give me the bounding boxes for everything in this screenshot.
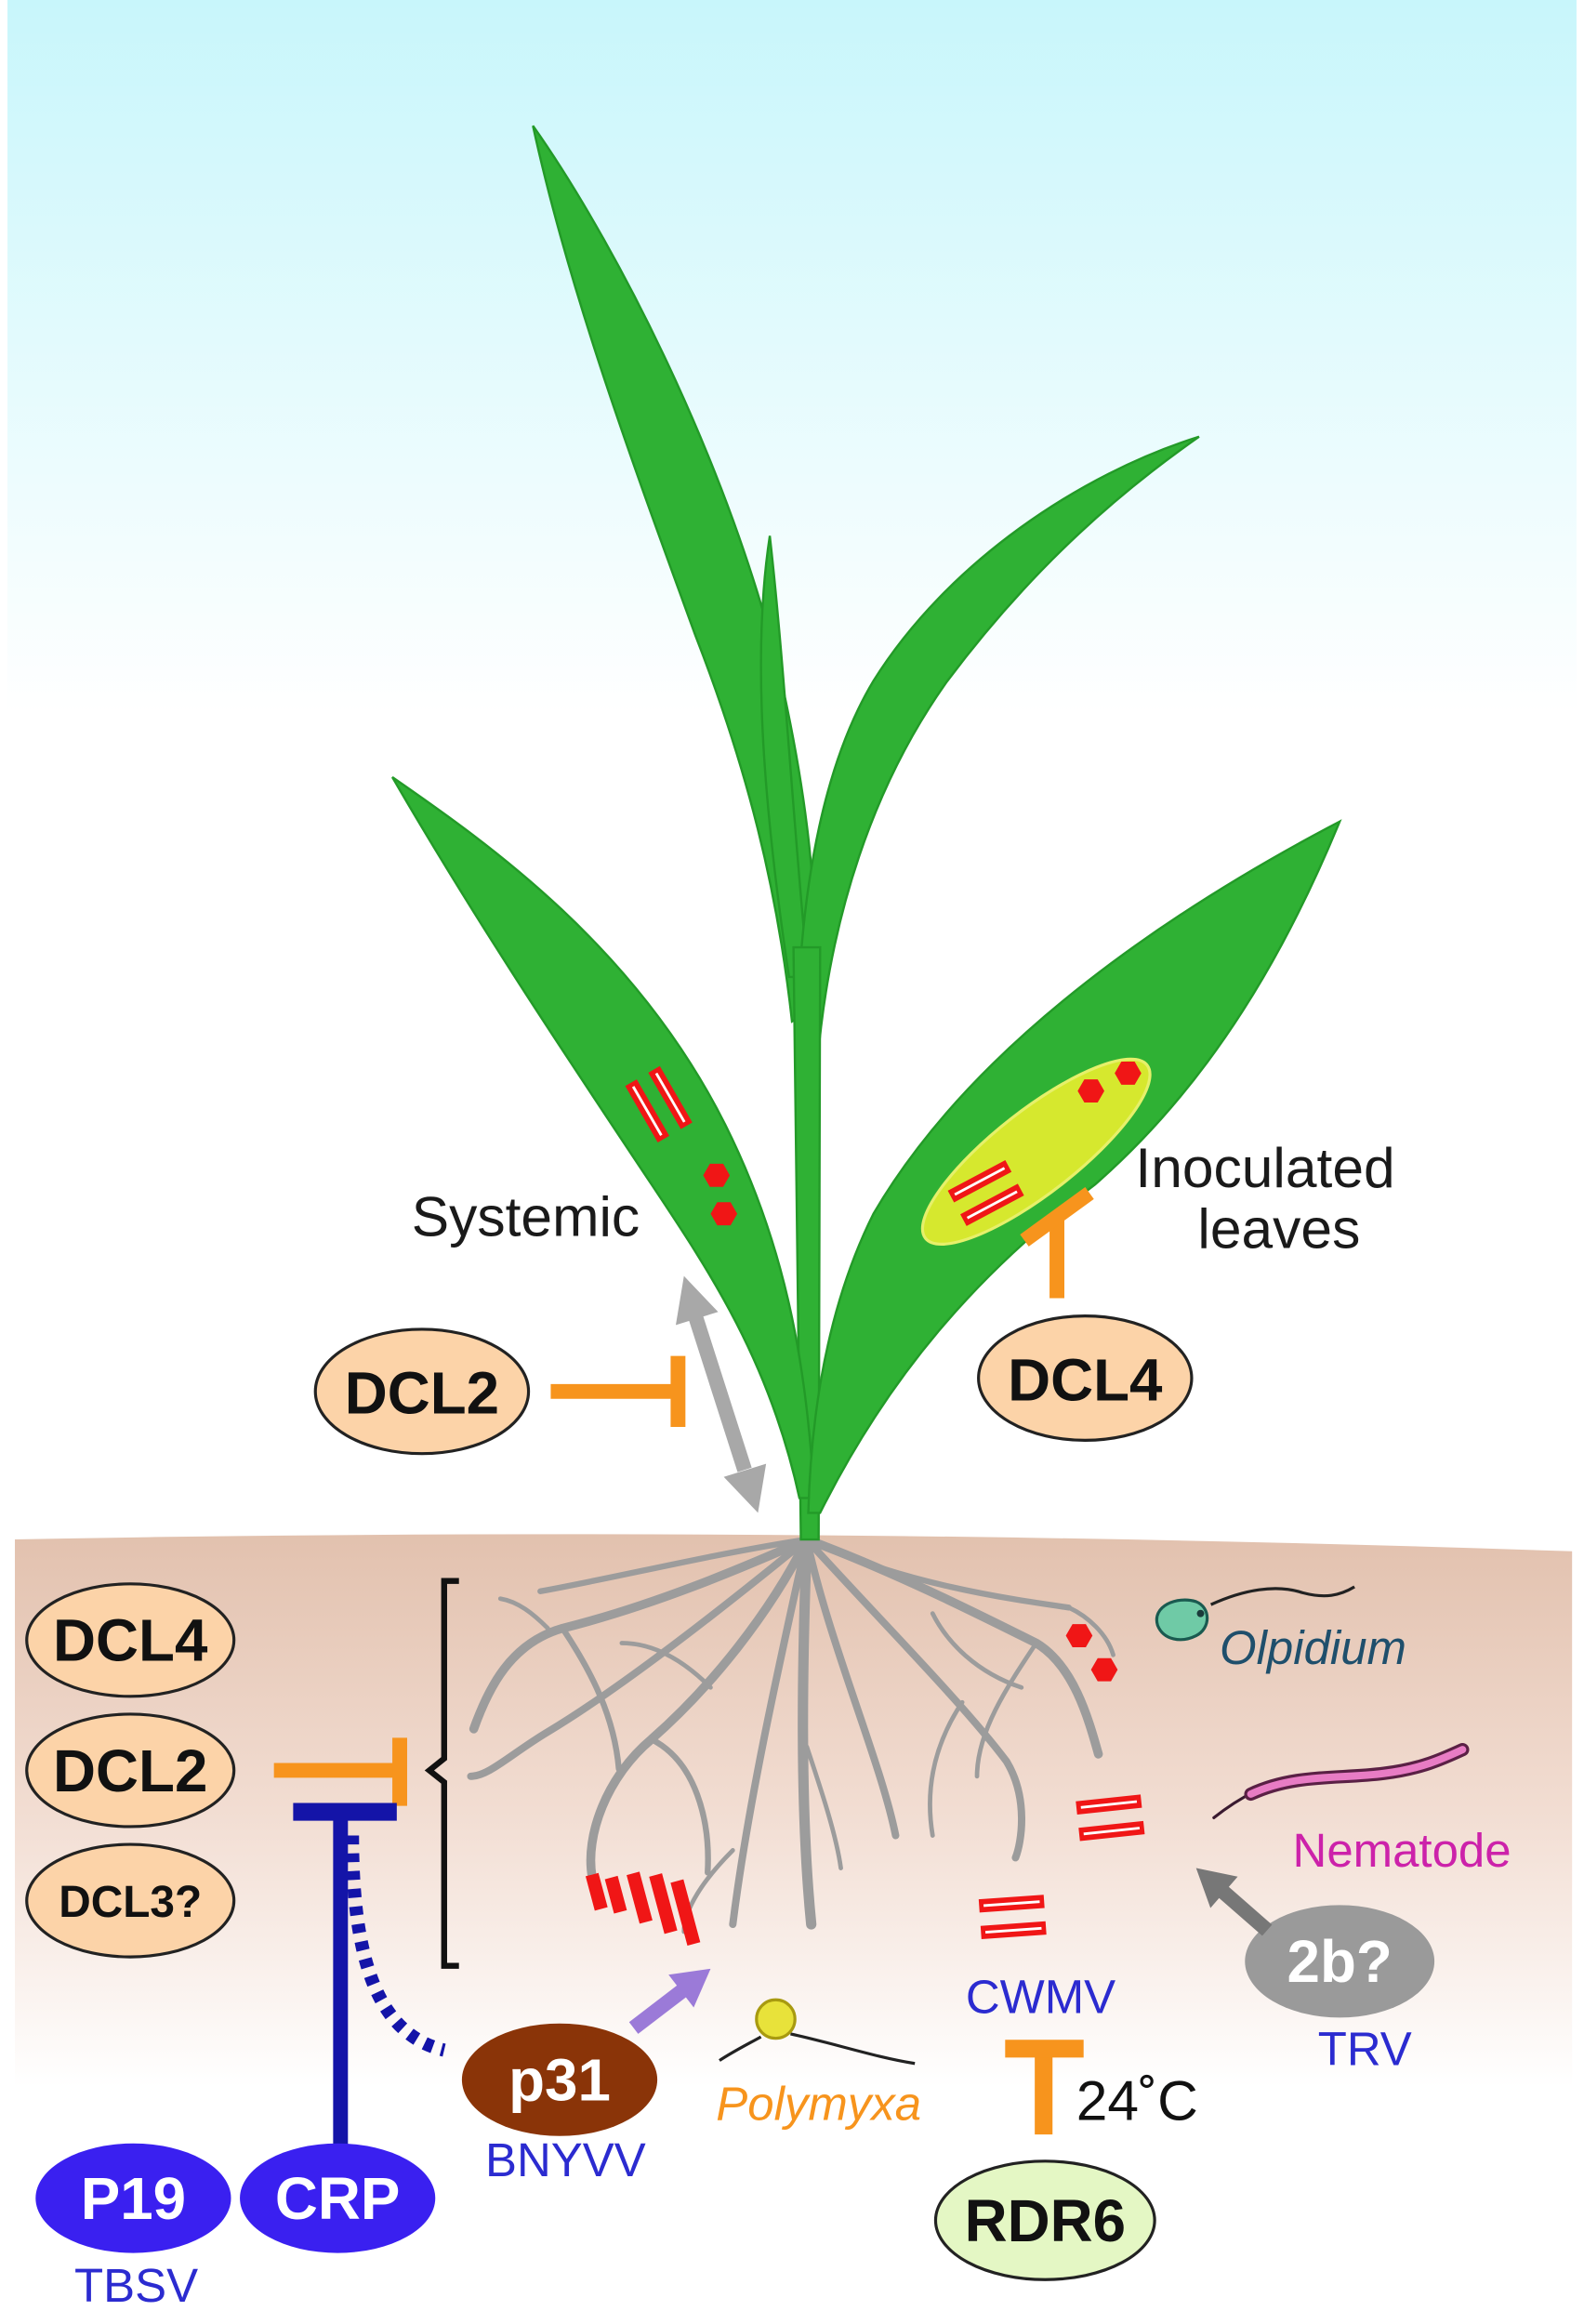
- root-bracket: [424, 1578, 459, 1969]
- inoculated-label: Inoculated: [1135, 1136, 1394, 1199]
- root: [497, 1596, 550, 1631]
- root-dcl2-node: DCL2: [25, 1712, 236, 1829]
- leaf-dcl2-node: DCL2: [313, 1327, 531, 1456]
- root: [1066, 1604, 1115, 1657]
- root: [586, 1535, 812, 1882]
- nematode-icon: [1212, 1743, 1470, 1820]
- soil-background: [15, 1534, 1573, 2324]
- systemic-movement-arrow: [676, 1275, 767, 1513]
- infection-patch: [920, 1057, 1152, 1246]
- root-dcl2-label: DCL2: [53, 1738, 207, 1804]
- systemic-label: Systemic: [412, 1185, 640, 1248]
- root: [467, 1536, 811, 1780]
- root: [930, 1611, 1024, 1690]
- leaf-dcl2-label: DCL2: [345, 1361, 499, 1427]
- root-dcl-inhibition: [273, 1737, 407, 1806]
- 2b-node: 2b?: [1245, 1905, 1435, 2018]
- trv-label: TRV: [1318, 2022, 1412, 2075]
- root: [802, 1536, 900, 1840]
- leaf-dcl2-inhibition: [550, 1355, 686, 1428]
- rdr6-node: RDR6: [933, 2159, 1156, 2281]
- crp-label: CRP: [275, 2166, 400, 2232]
- root: [803, 1536, 1072, 1611]
- temperature-label: 24˚C: [1076, 2068, 1198, 2132]
- 2b-label: 2b?: [1287, 1929, 1393, 1995]
- root: [619, 1641, 713, 1690]
- dsrna-icon: [585, 1871, 701, 1947]
- root-dcl4-label: DCL4: [53, 1608, 208, 1674]
- suppressor-inhibition: [293, 1802, 446, 2159]
- olpidium-label: Olpidium: [1220, 1621, 1406, 1674]
- root: [648, 1736, 711, 1876]
- leaf-dcl4-label: DCL4: [1008, 1347, 1163, 1413]
- bnyvv-label: BNYVV: [485, 2133, 646, 2186]
- root: [560, 1625, 622, 1773]
- leaf-dcl4-node: DCL4: [977, 1314, 1194, 1442]
- cwmv-label: CWMV: [966, 1971, 1115, 2024]
- gray-arrow: [1195, 1868, 1273, 1936]
- crp-node: CRP: [240, 2143, 436, 2253]
- p19-label: P19: [81, 2166, 186, 2232]
- rdr6-label: RDR6: [965, 2188, 1126, 2254]
- root: [798, 1534, 817, 1930]
- leaves-label: leaves: [1197, 1196, 1360, 1260]
- purple-arrow: [628, 1968, 711, 2034]
- root: [804, 1744, 843, 1870]
- polymyxa-icon: [719, 1998, 916, 2066]
- root: [729, 1536, 811, 1929]
- polymyxa-label: Polymyxa: [716, 2077, 921, 2130]
- root-dcl4-node: DCL4: [25, 1582, 236, 1698]
- root-dcl3-label: DCL3?: [59, 1878, 202, 1927]
- root-system: [467, 1534, 1115, 1934]
- p19-node: P19: [35, 2143, 231, 2253]
- root: [537, 1536, 811, 1594]
- olpidium-icon: [1155, 1585, 1355, 1642]
- wheat-plant: [391, 125, 1342, 1541]
- root: [469, 1535, 812, 1734]
- p31-label: p31: [508, 2048, 611, 2114]
- root-dcl3-node: DCL3?: [25, 1842, 236, 1959]
- tbsv-label: TBSV: [74, 2259, 198, 2312]
- nematode-label: Nematode: [1293, 1824, 1511, 1877]
- dsrna-markers: [585, 1066, 1145, 1947]
- root: [974, 1641, 1039, 1779]
- root: [928, 1699, 965, 1838]
- leaf-dcl4-inhibition: [1020, 1187, 1094, 1299]
- p31-node: p31: [461, 2023, 658, 2136]
- rdr6-inhibition: [1005, 2040, 1084, 2135]
